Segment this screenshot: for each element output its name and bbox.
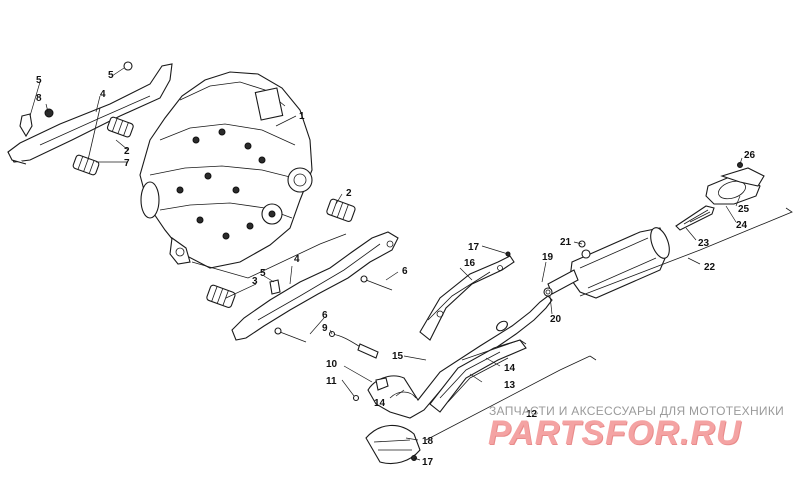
callout-5: 5 [260, 268, 266, 279]
callout-6: 6 [322, 310, 328, 321]
callout-13: 13 [504, 380, 516, 391]
fasteners [19, 61, 393, 343]
watermark-logo: PARTSFOR.RU [488, 414, 742, 452]
callout-2: 2 [124, 146, 130, 157]
callout-2: 2 [346, 188, 352, 199]
callout-12: 12 [526, 409, 538, 420]
callout-21: 21 [560, 237, 572, 248]
callout-7: 7 [124, 158, 130, 169]
exhaust-tip-gasket [705, 162, 765, 205]
callout-26: 26 [744, 150, 756, 161]
engine-assembly [139, 71, 313, 269]
callout-6: 6 [402, 266, 408, 277]
engine-mount-bracket-lower [231, 231, 399, 341]
callout-11: 11 [326, 376, 337, 387]
callout-18: 18 [422, 436, 434, 447]
group-lines [87, 107, 793, 441]
callout-15: 15 [392, 351, 404, 362]
callout-4: 4 [100, 89, 106, 100]
callout-3: 3 [252, 276, 258, 287]
callout-16: 16 [464, 258, 476, 269]
muffler-hanger-bracket [419, 255, 515, 341]
callout-5: 5 [108, 70, 114, 81]
callout-5: 5 [36, 75, 42, 86]
callout-17: 17 [468, 242, 480, 253]
heat-shield-pipe [429, 339, 527, 413]
callout-23: 23 [698, 238, 710, 249]
callout-4: 4 [294, 254, 300, 265]
muffler [547, 227, 670, 299]
callout-1: 1 [299, 111, 305, 122]
oxygen-sensor [328, 330, 379, 359]
spark-arrester [675, 205, 715, 231]
callout-19: 19 [542, 252, 554, 263]
callout-14: 14 [504, 363, 516, 374]
rubber-mounts [72, 116, 356, 309]
watermark-caption: ЗАПЧАСТИ И АКСЕССУАРЫ ДЛЯ МОТОТЕХНИКИ [489, 404, 785, 418]
callout-22: 22 [704, 262, 716, 273]
callout-24: 24 [736, 220, 748, 231]
heat-shield-front [365, 424, 421, 465]
callout-9: 9 [322, 323, 328, 334]
callout-17: 17 [422, 457, 434, 468]
callout-numbers: 1 2 2 3 4 4 5 5 5 6 6 7 8 9 10 11 12 13 … [36, 70, 756, 468]
leader-lines [29, 67, 743, 461]
callout-20: 20 [550, 314, 562, 325]
callout-8: 8 [36, 93, 42, 104]
engine-mount-bracket-upper [7, 63, 173, 165]
callout-25: 25 [738, 204, 750, 215]
callout-14: 14 [374, 398, 386, 409]
callout-10: 10 [326, 359, 338, 370]
